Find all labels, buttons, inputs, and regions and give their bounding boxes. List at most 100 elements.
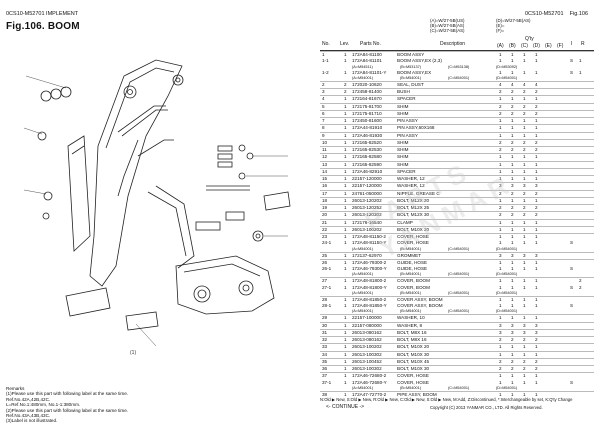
cell-qty-a: 2 [499,190,502,196]
cell-qty-a: 1 [499,161,502,167]
cell-qty-c: 2 [523,205,526,210]
cell-ref-no: 22 [322,226,328,232]
cell-description: BOOM ASSY,EX (2,3) [397,58,442,64]
cell-qty-d: 1 [535,284,538,290]
cell-qty-d: 1 [535,219,538,225]
cell-parts-no: 172A84-81100 [352,52,382,57]
cell-ref-no: 27-1 [322,284,332,290]
cell-qty-d: 1 [535,154,538,160]
serial-range-b: (B=M54001) [400,309,421,314]
cell-qty-b: 1 [511,52,514,57]
cell-qty-a: 1 [499,278,502,284]
cell-qty-b: 1 [511,58,514,64]
cell-parts-no: 172A44-81910 [352,125,383,131]
cell-qty-a: 3 [499,329,502,335]
cell-qty-d: 2 [535,212,538,218]
model-code-right: 0CS10-M52701 [525,11,564,17]
cell-qty-d: 1 [535,373,538,379]
cell-level: 1 [344,252,347,258]
cell-description: SHIM [397,147,409,152]
cell-ref-no: 28-1 [322,303,332,308]
cell-qty-b: 1 [511,379,514,385]
cell-ref-no: 10 [322,139,328,145]
cell-qty-b: 1 [511,125,514,131]
cell-qty-d: 2 [535,205,538,210]
cell-level: 1 [344,52,347,57]
variant-a: (A)=W/27-5B(US) [430,18,465,23]
cell-level: 1 [344,366,347,371]
cell-qty-a: 2 [499,212,502,218]
cell-qty-c: 1 [523,125,526,131]
cell-qty-b: 2 [511,212,514,218]
cell-description: WASHER, 12 [397,176,425,181]
cell-qty-a: 2 [499,205,502,210]
cell-level: 1 [344,197,347,203]
cell-ref-no: 38 [322,391,328,397]
cell-ref-no: 13 [322,161,328,167]
cell-qty-b: 2 [511,89,514,94]
remark-line: Ref.No.43A,43B,43C. [6,413,51,419]
cell-qty-c: 1 [523,351,526,357]
cell-description: BOLT, M10X 30 [397,366,430,371]
cell-qty-b: 1 [511,234,514,239]
cell-qty-c: 1 [523,96,526,102]
cell-description: PIN ASSY [397,132,418,138]
cell-qty-b: 2 [511,337,514,342]
cell-ref-no: 31 [322,329,328,335]
variant-e: (E)= [496,23,505,28]
col-qty-d: (D) [533,43,540,49]
cell-ref-no: 5 [322,103,325,109]
cell-qty-a: 1 [499,315,502,321]
cell-qty-c: 1 [523,240,526,246]
cell-parts-no: 22157-120000 [352,183,382,189]
cell-description: BOLT, M12X 25 [397,205,430,210]
cell-description: GUIDE, HOSE [397,266,428,271]
cell-level: 1 [344,303,347,308]
cell-level: 1 [344,168,347,174]
remark-line: (2)Please use this part with following l… [6,407,129,413]
figure-title: Fig.106. BOOM [6,21,80,32]
cell-qty-a: 1 [499,132,502,138]
cell-parts-no: 26013-080162 [352,329,382,335]
serial-range-row: (A=M54001)(B=M54001)(C=M54001)(D=M54001) [320,76,594,81]
cell-qty-b: 3 [511,329,514,335]
cell-qty-b: 1 [511,373,514,379]
serial-range-b: (B=M53137) [400,64,421,69]
cell-ref-no: 8 [322,125,325,131]
cell-qty-d: 1 [535,379,538,385]
cell-qty-a: 1 [499,234,502,239]
serial-range-a: (A=M54001) [352,272,373,277]
cell-qty-d: 2 [535,147,538,152]
col-qty-f: (F) [557,43,564,49]
cell-qty-b: 3 [511,322,514,328]
cell-remark: 1 [579,69,582,75]
cell-qty-b: 4 [511,81,514,87]
cell-ref-no: 36 [322,366,328,371]
cell-qty-d: 1 [535,259,538,265]
cell-qty-a: 1 [499,219,502,225]
cell-level: 1 [344,344,347,350]
cell-qty-a: 2 [499,139,502,145]
serial-range-b: (B=M54001) [400,246,421,251]
cell-qty-d: 2 [535,103,538,109]
col-qty-a: (A) [497,43,504,49]
cell-qty-b: 1 [511,168,514,174]
cell-parts-no: 172A46-79300-2 [352,259,387,265]
cell-ref-no: 19 [322,205,328,210]
cell-qty-a: 1 [499,58,502,64]
cell-qty-c: 1 [523,154,526,160]
cell-level: 1 [344,147,347,152]
cell-qty-d: 1 [535,52,538,57]
cell-interchange: S [570,266,574,271]
cell-description: COVER, BOOM [397,284,430,290]
cell-level: 1 [344,337,347,342]
cell-qty-b: 1 [511,154,514,160]
cell-qty-d: 1 [535,96,538,102]
